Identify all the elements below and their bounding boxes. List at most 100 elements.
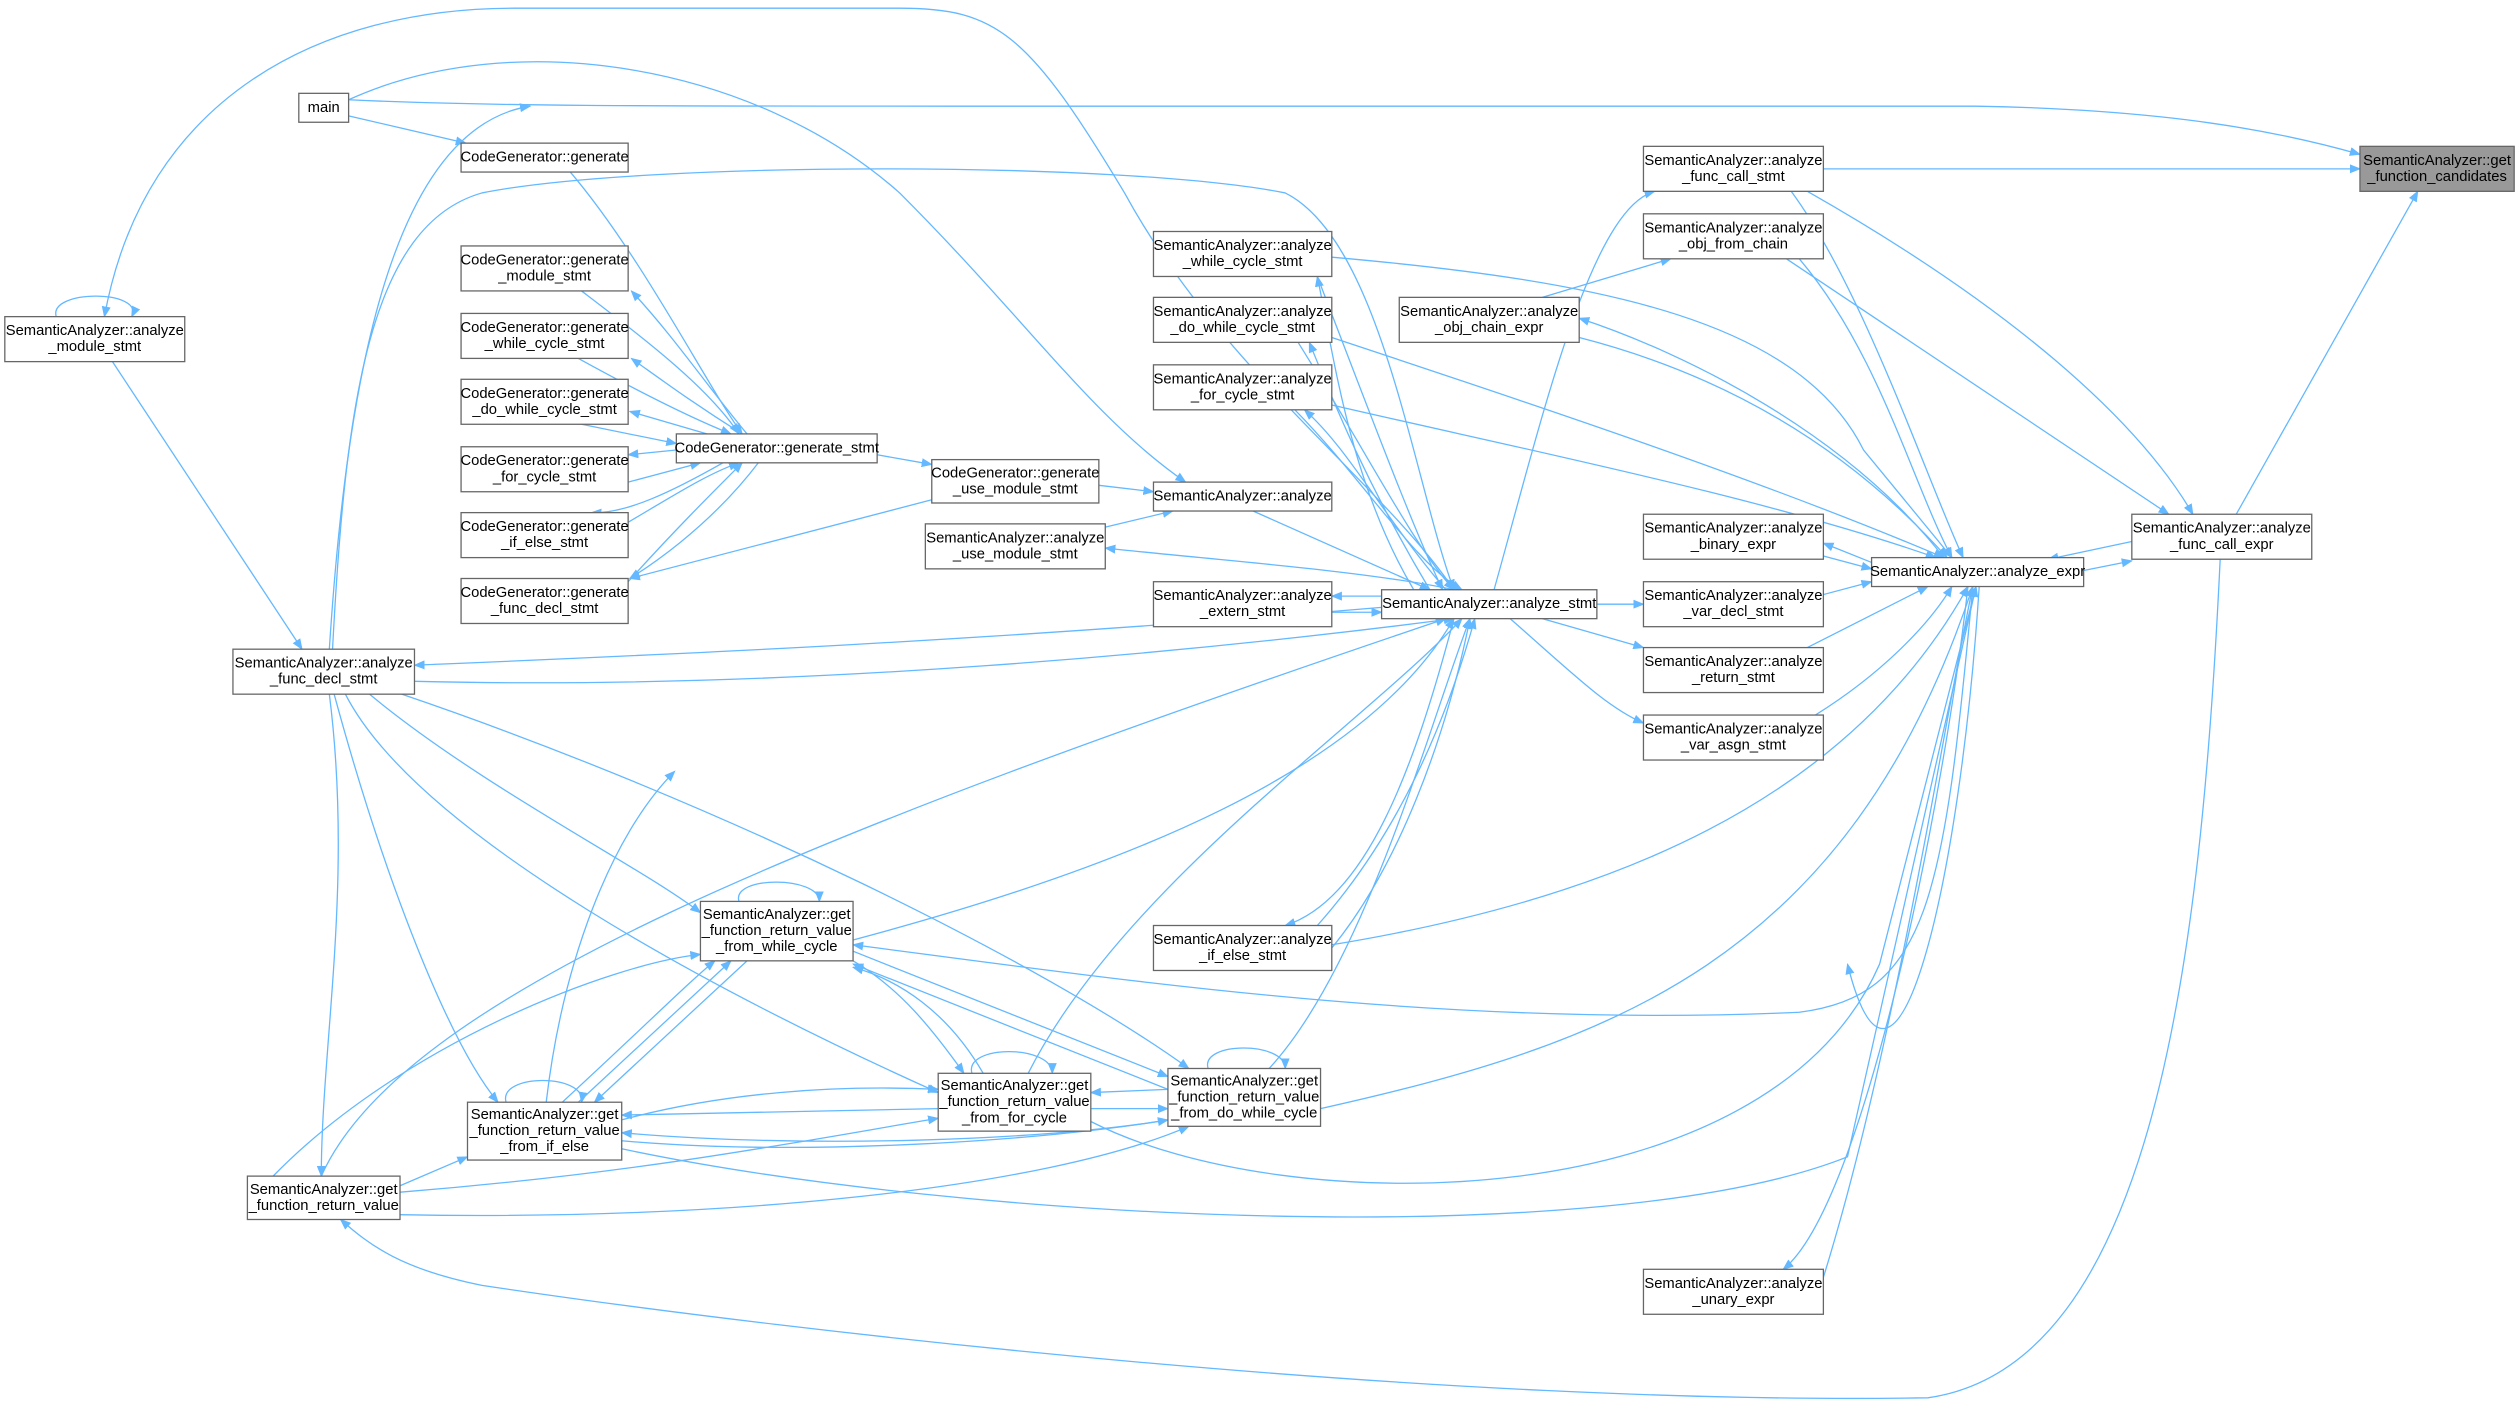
node-analyze-var-asgn-stmt[interactable]: SemanticAnalyzer::analyze_var_asgn_stmt (1642, 714, 1825, 761)
node-box (1152, 481, 1333, 512)
node-label: _while_cycle_stmt (484, 336, 605, 352)
node-label: _from_do_while_cycle (1170, 1105, 1317, 1121)
node-gen-use-module-stmt[interactable]: CodeGenerator::generate_use_module_stmt (931, 458, 1100, 504)
call-edge (55, 295, 141, 318)
call-edge (2083, 558, 2133, 572)
node-label: SemanticAnalyzer::get (2363, 153, 2511, 169)
node-label: _binary_expr (1690, 537, 1776, 553)
call-edge (593, 960, 748, 1103)
call-edge (578, 357, 733, 435)
node-gen-stmt[interactable]: CodeGenerator::generate_stmt (675, 433, 879, 464)
node-box (466, 1101, 623, 1161)
node-analyze-var-decl-stmt[interactable]: SemanticAnalyzer::analyze_var_decl_stmt (1642, 581, 1825, 628)
node-main[interactable]: main (298, 92, 350, 123)
call-edge (1815, 585, 1953, 716)
call-edge (339, 559, 2221, 1400)
node-analyze-for-cycle-stmt[interactable]: SemanticAnalyzer::analyze_for_cycle_stmt (1152, 364, 1333, 411)
node-analyze-func-call-expr[interactable]: SemanticAnalyzer::analyze_func_call_expr (2131, 513, 2313, 560)
node-get-function-return-value[interactable]: SemanticAnalyzer::get_function_return_va… (246, 1175, 401, 1221)
node-rv-for[interactable]: SemanticAnalyzer::get_function_return_va… (937, 1072, 1092, 1132)
node-box (931, 458, 1100, 504)
node-label: _from_while_cycle (715, 939, 837, 955)
call-edge (344, 693, 940, 1094)
node-box (1380, 589, 1598, 620)
call-edge (1284, 618, 1455, 927)
node-rv-while[interactable]: SemanticAnalyzer::get_function_return_va… (699, 900, 854, 962)
node-analyze-func-decl-stmt[interactable]: SemanticAnalyzer::analyze_func_decl_stmt (232, 648, 416, 695)
node-analyze-while-cycle-stmt[interactable]: SemanticAnalyzer::analyze_while_cycle_st… (1152, 230, 1333, 278)
node-box (1152, 296, 1333, 343)
node-analyze-func-call-stmt[interactable]: SemanticAnalyzer::analyze_func_call_stmt (1642, 145, 1825, 192)
call-edge (1509, 618, 1645, 724)
node-gen-do-while-cycle-stmt[interactable]: CodeGenerator::generate_do_while_cycle_s… (460, 378, 629, 425)
node-label: SemanticAnalyzer::analyze (1154, 489, 1332, 505)
call-edge (545, 770, 676, 1103)
node-gen-for-cycle-stmt[interactable]: CodeGenerator::generate_for_cycle_stmt (460, 446, 629, 493)
node-label: _from_for_cycle (961, 1110, 1067, 1126)
node-label: _do_while_cycle_stmt (471, 402, 616, 418)
call-edge (1578, 317, 1945, 559)
node-label: _obj_from_chain (1678, 236, 1788, 252)
node-label: _use_module_stmt (952, 546, 1078, 562)
node-label: main (308, 100, 340, 116)
node-analyze-obj-from-chain[interactable]: SemanticAnalyzer::analyze_obj_from_chain (1642, 213, 1825, 260)
node-analyze-unary-expr[interactable]: SemanticAnalyzer::analyze_unary_expr (1642, 1268, 1825, 1315)
node-analyze-binary-expr[interactable]: SemanticAnalyzer::analyze_binary_expr (1642, 513, 1825, 560)
node-label: _func_call_stmt (1681, 169, 1785, 185)
node-analyze-use-module-stmt[interactable]: SemanticAnalyzer::analyze_use_module_stm… (924, 523, 1106, 570)
call-edge (620, 1108, 939, 1120)
node-label: _function_candidates (2366, 169, 2507, 185)
node-box (298, 92, 350, 123)
call-edge (316, 694, 339, 1178)
nodes: SemanticAnalyzer::get_function_candidate… (4, 92, 2515, 1315)
node-label: _for_cycle_stmt (492, 469, 596, 485)
call-edge (1316, 276, 1444, 591)
node-label: CodeGenerator::generate (931, 465, 1099, 481)
call-edge (111, 361, 303, 651)
node-gen-func-decl-stmt[interactable]: CodeGenerator::generate_func_decl_stmt (460, 577, 629, 625)
node-label: _while_cycle_stmt (1182, 254, 1303, 270)
call-edge (1268, 617, 1471, 1069)
node-label: _obj_chain_expr (1434, 320, 1543, 336)
node-analyze-stmt[interactable]: SemanticAnalyzer::analyze_stmt (1380, 589, 1598, 620)
call-edge (628, 499, 932, 581)
node-box (1642, 714, 1825, 761)
node-label: SemanticAnalyzer::analyze (1644, 521, 1822, 537)
node-rv-if-else[interactable]: SemanticAnalyzer::get_function_return_va… (466, 1101, 623, 1161)
call-edge (971, 1051, 1057, 1075)
call-edge (1303, 409, 1447, 591)
call-edge (738, 881, 824, 903)
node-box (1642, 145, 1825, 192)
node-analyze-return-stmt[interactable]: SemanticAnalyzer::analyze_return_stmt (1642, 646, 1825, 694)
call-edge (1331, 336, 1945, 559)
node-box (4, 315, 186, 363)
call-edge (630, 357, 743, 435)
node-cg-generate[interactable]: CodeGenerator::generate (460, 142, 629, 173)
node-analyze-module-stmt[interactable]: SemanticAnalyzer::analyze_module_stmt (4, 315, 186, 363)
node-analyze-do-while-cycle-stmt[interactable]: SemanticAnalyzer::analyze_do_while_cycle… (1152, 296, 1333, 343)
node-label: _function_return_value (701, 923, 852, 939)
node-get-function-candidates[interactable]: SemanticAnalyzer::get_function_candidate… (2359, 145, 2515, 192)
call-edge (1807, 190, 2194, 516)
node-label: _if_else_stmt (500, 535, 588, 551)
call-edge (1579, 336, 1948, 559)
node-gen-module-stmt[interactable]: CodeGenerator::generate_module_stmt (460, 245, 629, 292)
node-analyze-obj-chain-expr[interactable]: SemanticAnalyzer::analyze_obj_chain_expr (1398, 296, 1580, 343)
node-label: SemanticAnalyzer::analyze (1400, 304, 1578, 320)
call-edge (399, 1156, 469, 1187)
node-gen-if-else-stmt[interactable]: CodeGenerator::generate_if_else_stmt (460, 511, 629, 559)
node-label: SemanticAnalyzer::analyze (2133, 521, 2311, 537)
node-box (1398, 296, 1580, 343)
node-analyze-extern-stmt[interactable]: SemanticAnalyzer::analyze_extern_stmt (1152, 581, 1333, 628)
node-gen-while-cycle-stmt[interactable]: CodeGenerator::generate_while_cycle_stmt (460, 312, 629, 360)
node-sa-analyze[interactable]: SemanticAnalyzer::analyze (1152, 481, 1333, 512)
node-box (460, 245, 629, 292)
call-edge (627, 449, 677, 459)
node-analyze-expr[interactable]: SemanticAnalyzer::analyze_expr (1870, 556, 2085, 588)
node-analyze-if-else-stmt[interactable]: SemanticAnalyzer::analyze_if_else_stmt (1152, 924, 1333, 972)
node-label: _function_return_value (248, 1198, 399, 1214)
call-edge (369, 693, 702, 914)
node-rv-do-while[interactable]: SemanticAnalyzer::get_function_return_va… (1167, 1067, 1322, 1127)
call-edge (1823, 579, 1873, 596)
